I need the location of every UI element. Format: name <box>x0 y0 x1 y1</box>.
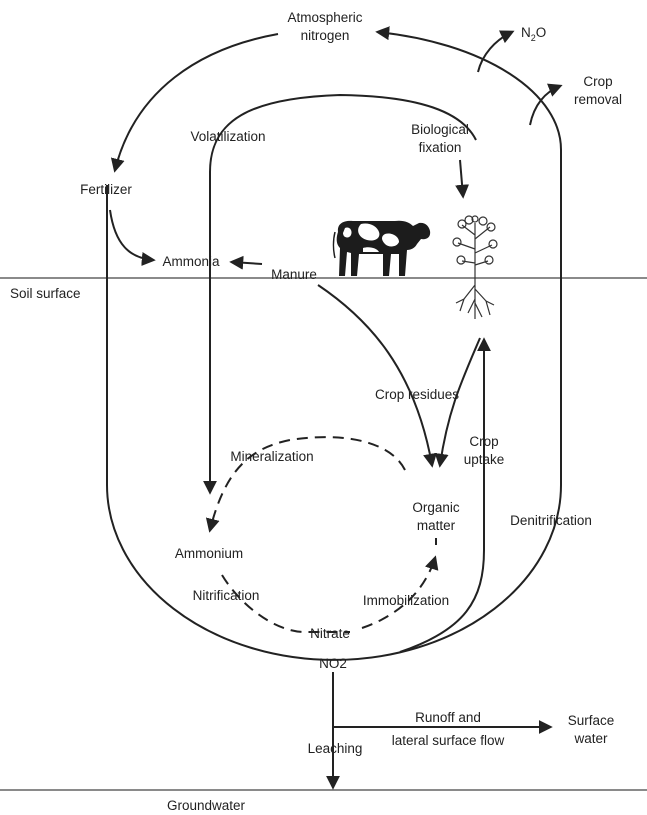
label-organic-matter-1: Organic <box>412 500 460 515</box>
label-denitrification: Denitrification <box>510 513 592 528</box>
label-crop-uptake-2: uptake <box>464 452 505 467</box>
label-atmospheric-nitrogen-2: nitrogen <box>301 28 350 43</box>
label-crop-residues: Crop residues <box>375 387 459 402</box>
label-ammonium: Ammonium <box>175 546 243 561</box>
label-mineralization: Mineralization <box>230 449 313 464</box>
label-groundwater: Groundwater <box>167 798 246 813</box>
label-soil-surface: Soil surface <box>10 286 81 301</box>
mineralization-dashed <box>205 436 406 533</box>
arrow-manure-to-organic <box>317 284 437 468</box>
label-surface-water-2: water <box>573 731 608 746</box>
cow-icon <box>332 220 431 276</box>
label-crop-removal-2: removal <box>574 92 622 107</box>
label-surface-water-1: Surface <box>568 713 615 728</box>
volatilization-arc <box>209 93 477 173</box>
label-crop-removal-1: Crop <box>583 74 612 89</box>
nitrification-dashed <box>221 574 350 633</box>
label-runoff-1: Runoff and <box>415 710 481 725</box>
label-atmospheric-nitrogen-1: Atmospheric <box>287 10 362 25</box>
arrow-fertilizer-to-ammonia <box>109 209 156 266</box>
arrow-crop-uptake <box>399 337 491 653</box>
label-volatilization: Volatilization <box>190 129 265 144</box>
label-biological-fixation-2: fixation <box>419 140 462 155</box>
label-fertilizer: Fertilizer <box>80 182 132 197</box>
arrow-crop-removal <box>529 83 563 126</box>
label-manure: Manure <box>271 267 317 282</box>
arrow-n2o <box>477 30 515 73</box>
label-runoff-2: lateral surface flow <box>392 733 505 748</box>
label-nitrate: Nitrate <box>310 626 350 641</box>
arrow-atmosphere-to-fertilizer <box>110 33 279 173</box>
label-crop-uptake-1: Crop <box>469 434 498 449</box>
arrow-residues-to-organic <box>434 337 481 468</box>
plant-icon <box>452 215 498 319</box>
label-leaching: Leaching <box>308 741 363 756</box>
label-immobilization: Immobilization <box>363 593 449 608</box>
immobilization-dashed <box>361 555 439 629</box>
label-no2: NO2 <box>319 656 347 671</box>
outer-cycle-loop <box>106 26 563 661</box>
label-ammonia: Ammonia <box>162 254 220 269</box>
label-n2o: N2O <box>521 25 546 43</box>
label-organic-matter-2: matter <box>417 518 456 533</box>
arrow-manure-to-ammonia <box>229 255 263 270</box>
arrow-fixation-to-plant <box>455 159 470 199</box>
label-biological-fixation-1: Biological <box>411 122 469 137</box>
label-nitrification: Nitrification <box>193 588 260 603</box>
